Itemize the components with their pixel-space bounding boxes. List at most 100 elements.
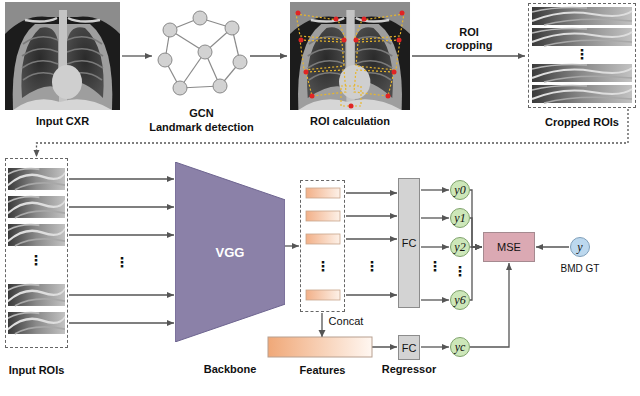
roi-overlay bbox=[362, 17, 367, 22]
connector bbox=[346, 193, 397, 295]
edge-label: ROI cropping bbox=[439, 26, 499, 52]
roi-overlay bbox=[400, 11, 405, 16]
connector-line bbox=[421, 299, 449, 300]
connector-line bbox=[470, 190, 482, 247]
input-strips bbox=[8, 168, 65, 334]
fc-box: FC bbox=[398, 178, 420, 308]
gcn-graph bbox=[173, 81, 187, 95]
roi-overlay bbox=[310, 94, 315, 99]
ellipsis-mark: ⋮ bbox=[575, 46, 589, 63]
block-label: VGG bbox=[216, 245, 245, 260]
connector bbox=[122, 56, 152, 57]
edge-label: Concat bbox=[327, 315, 366, 328]
ellipsis-mark: ⋮ bbox=[316, 258, 330, 275]
roi-overlay bbox=[296, 11, 301, 16]
roi-overlay bbox=[334, 17, 339, 22]
arrow-head bbox=[319, 330, 326, 337]
caption-text: ROI calculation bbox=[310, 114, 390, 128]
ellipsis-mark: ⋮ bbox=[29, 252, 43, 269]
output-circle: y1 bbox=[450, 208, 470, 228]
caption: Input ROIs bbox=[9, 363, 65, 377]
roi-overlay bbox=[296, 11, 405, 109]
connector-line bbox=[470, 263, 509, 347]
input-strips bbox=[8, 312, 65, 334]
connector bbox=[69, 179, 174, 323]
connector-line bbox=[69, 234, 174, 235]
connector bbox=[470, 218, 482, 247]
gcn-graph bbox=[193, 11, 207, 25]
connector-line bbox=[346, 294, 397, 295]
feature-bars bbox=[306, 211, 340, 221]
output-circle: yc bbox=[450, 337, 470, 357]
roi-overlay bbox=[341, 86, 361, 106]
gcn-graph bbox=[225, 21, 239, 35]
gcn-graph bbox=[233, 55, 247, 69]
caption: ROI calculation bbox=[310, 114, 390, 128]
connector bbox=[536, 247, 569, 248]
connector bbox=[470, 263, 509, 347]
connector-line bbox=[69, 178, 174, 179]
roi-xray bbox=[290, 2, 410, 110]
connector-line bbox=[69, 294, 174, 295]
feature-bars bbox=[306, 290, 340, 300]
caption-text: BMD GT bbox=[561, 262, 600, 276]
connector bbox=[412, 56, 525, 57]
roi-overlay bbox=[354, 38, 359, 43]
feature-bars bbox=[306, 188, 340, 300]
connector-line bbox=[421, 346, 449, 347]
connector bbox=[470, 247, 482, 300]
xray-image: Input CXR bbox=[5, 2, 120, 110]
roi-overlay bbox=[349, 104, 354, 109]
variable-label: y bbox=[577, 241, 582, 253]
variable-label: y0 bbox=[454, 184, 465, 196]
connector bbox=[421, 347, 449, 348]
cropped-strips bbox=[532, 28, 632, 46]
connector-line bbox=[69, 322, 174, 323]
gcn-graph bbox=[213, 79, 227, 93]
caption-text: Features bbox=[300, 363, 346, 377]
roi-overlay bbox=[356, 40, 400, 70]
connector bbox=[421, 190, 449, 191]
loss-box: MSE bbox=[483, 232, 535, 262]
caption: BMD GT bbox=[561, 262, 600, 276]
connector-line bbox=[346, 215, 397, 216]
feature-bars bbox=[306, 188, 340, 198]
connector bbox=[421, 300, 449, 301]
caption: Features bbox=[300, 363, 346, 377]
ellipsis-mark: ⋮ bbox=[453, 263, 467, 280]
box-label: FC bbox=[402, 342, 417, 354]
connector-line bbox=[470, 247, 482, 300]
ellipsis-mark: ⋮ bbox=[428, 258, 442, 275]
connector-line bbox=[421, 189, 449, 190]
box-label: FC bbox=[402, 237, 417, 249]
roi-overlay bbox=[300, 40, 344, 70]
input-strips bbox=[8, 284, 65, 306]
cropped-strips bbox=[532, 7, 632, 103]
gcn-graph bbox=[158, 11, 247, 95]
connector-line bbox=[412, 55, 525, 56]
connector-line bbox=[421, 246, 449, 247]
roi-overlay bbox=[397, 38, 402, 43]
gcn-graph bbox=[198, 45, 212, 59]
caption: Cropped ROIs bbox=[545, 115, 619, 129]
input-xray bbox=[5, 2, 120, 110]
input-strips bbox=[8, 196, 65, 218]
output-circle: y0 bbox=[450, 180, 470, 200]
roi-image: ROI calculation bbox=[290, 2, 410, 110]
variable-label: y2 bbox=[454, 241, 465, 253]
caption-text: GCN bbox=[149, 106, 254, 120]
connector bbox=[470, 190, 482, 247]
roi-overlay bbox=[354, 70, 394, 96]
connector-line bbox=[69, 206, 174, 207]
roi-overlay bbox=[296, 14, 346, 40]
column-caption: Backbone bbox=[204, 362, 257, 376]
output-circle: y6 bbox=[450, 290, 470, 310]
connector-line bbox=[536, 246, 569, 247]
fc-box: FC bbox=[398, 335, 420, 360]
input-strips bbox=[8, 224, 65, 246]
connector-line bbox=[346, 238, 397, 239]
box-label: MSE bbox=[497, 241, 521, 253]
feature-group: Features bbox=[300, 180, 345, 312]
connector bbox=[37, 109, 629, 157]
